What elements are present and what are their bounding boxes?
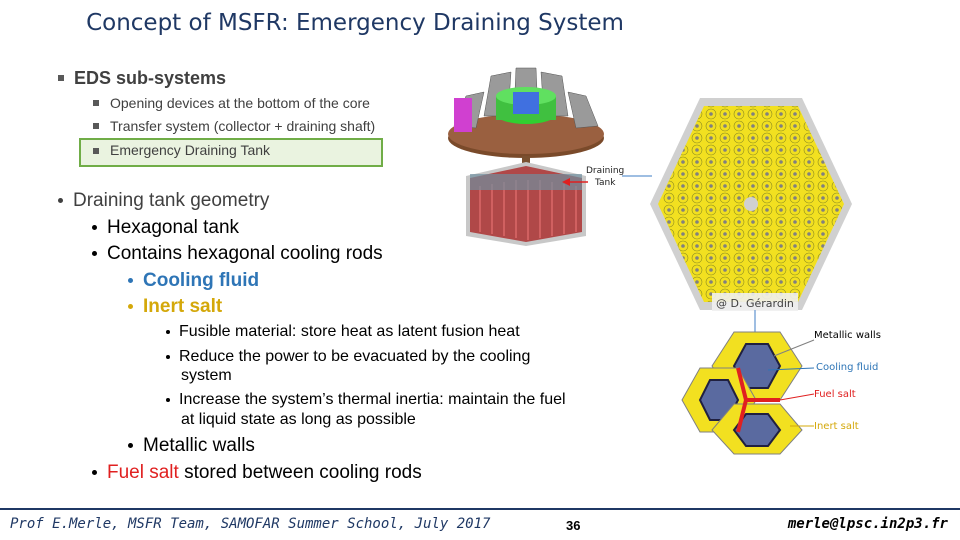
- footer-email[interactable]: merle@lpsc.in2p3.fr: [787, 516, 948, 532]
- footer-author: Prof E.Merle, MSFR Team, SAMOFAR Summer …: [10, 516, 491, 532]
- footer-divider: [0, 508, 960, 510]
- legend-fuel: Fuel salt: [814, 389, 856, 400]
- reactor-render-image: [448, 67, 604, 246]
- credit-text: @ D. Gérardin: [716, 297, 794, 310]
- pointer-line: [622, 175, 652, 177]
- eds-heading: EDS sub-systems: [74, 68, 227, 88]
- cooling-fluid-item: Cooling fluid: [128, 270, 259, 292]
- inert-point-inertia: Increase the system’s thermal inertia: m…: [166, 391, 566, 409]
- cell-detail-diagram: [681, 331, 815, 455]
- slide-title: Concept of MSFR: Emergency Draining Syst…: [86, 10, 624, 36]
- page-number: 36: [566, 518, 581, 533]
- eds-item-opening: Opening devices at the bottom of the cor…: [110, 95, 370, 111]
- legend-cooling: Cooling fluid: [816, 362, 879, 373]
- inert-point-fusible: Fusible material: store heat as latent f…: [166, 323, 520, 341]
- hexagonal-tank-image: [650, 98, 852, 311]
- square-bullet-icon: [58, 75, 64, 81]
- legend-inert: Inert salt: [814, 421, 859, 432]
- metallic-walls-item: Metallic walls: [128, 435, 255, 457]
- square-bullet-icon: [93, 123, 99, 129]
- inert-point-reduce: Reduce the power to be evacuated by the …: [166, 348, 530, 366]
- inert-point-inertia-cont: at liquid state as long as possible: [181, 411, 416, 428]
- rods-item: Contains hexagonal cooling rods: [92, 243, 383, 265]
- square-bullet-icon: [93, 148, 99, 154]
- eds-item-transfer: Transfer system (collector + draining sh…: [110, 118, 376, 134]
- hex-tank-item: Hexagonal tank: [92, 217, 239, 239]
- fuel-salt-item: Fuel salt stored between cooling rods: [92, 462, 422, 484]
- tank-label: Tank: [595, 178, 616, 188]
- square-bullet-icon: [93, 100, 99, 106]
- inert-salt-item: Inert salt: [128, 296, 222, 318]
- legend-metallic: Metallic walls: [814, 330, 881, 341]
- inert-point-reduce-cont: system: [181, 367, 232, 384]
- highlight-box: [79, 138, 383, 167]
- geometry-heading: Draining tank geometry: [58, 190, 269, 212]
- arrow-left-icon: [562, 178, 588, 186]
- draining-label: Draining: [586, 166, 625, 176]
- eds-item-tank: Emergency Draining Tank: [110, 142, 271, 158]
